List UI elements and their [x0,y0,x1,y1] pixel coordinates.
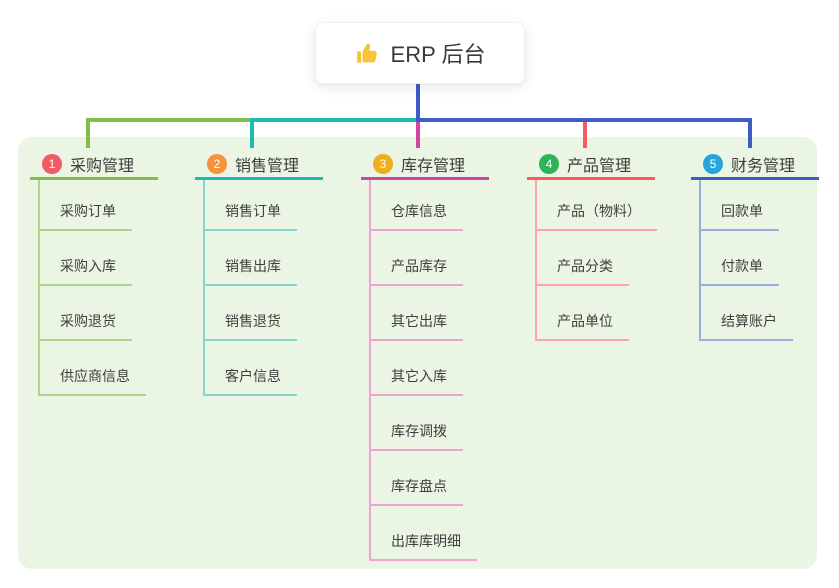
sub-node[interactable]: 销售出库 [205,231,297,286]
branch-number-badge: 1 [42,153,62,174]
branch-items: 回款单付款单结算账户 [699,180,793,341]
branch-label: 销售管理 [235,157,300,175]
sub-node[interactable]: 客户信息 [205,341,297,396]
root-node-erp[interactable]: ERP 后台 [315,22,525,84]
branch-column-3: 3 库存管理 仓库信息产品库存其它出库其它入库库存调拨库存盘点出库库明细 [361,150,489,561]
sub-node[interactable]: 仓库信息 [371,180,463,231]
sub-node[interactable]: 其它出库 [371,286,463,341]
branch-header[interactable]: 5 财务管理 [691,150,819,180]
branch-number-badge: 5 [703,153,723,174]
branch-number-badge: 4 [539,153,559,174]
connector-horizontal-5 [416,118,752,122]
sub-node[interactable]: 库存盘点 [371,451,463,506]
connector-horizontal-1 [86,118,254,122]
branch-items: 采购订单采购入库采购退货供应商信息 [38,180,146,396]
connector-root-stem [416,82,420,120]
sub-node[interactable]: 付款单 [701,231,779,286]
sub-node[interactable]: 采购订单 [40,180,132,231]
branch-header[interactable]: 4 产品管理 [527,150,655,180]
branch-header[interactable]: 3 库存管理 [361,150,489,180]
sub-node[interactable]: 结算账户 [701,286,793,341]
connector-drop-3 [416,118,420,148]
branch-label: 财务管理 [731,157,796,175]
sub-node[interactable]: 供应商信息 [40,341,146,396]
sub-node[interactable]: 库存调拨 [371,396,463,451]
sub-node[interactable]: 其它入库 [371,341,463,396]
sub-node[interactable]: 产品库存 [371,231,463,286]
branches-panel [18,137,817,569]
branch-label: 采购管理 [70,157,135,175]
sub-node[interactable]: 产品分类 [537,231,629,286]
connector-drop-2 [250,118,254,148]
branch-column-4: 4 产品管理 产品（物料）产品分类产品单位 [527,150,657,341]
sub-node[interactable]: 销售订单 [205,180,297,231]
branch-header[interactable]: 2 销售管理 [195,150,323,180]
branch-column-5: 5 财务管理 回款单付款单结算账户 [691,150,819,341]
sub-node[interactable]: 回款单 [701,180,779,231]
sub-node[interactable]: 采购入库 [40,231,132,286]
branch-number-badge: 3 [373,153,393,174]
branch-number-badge: 2 [207,153,227,174]
branch-items: 产品（物料）产品分类产品单位 [535,180,657,341]
sub-node[interactable]: 出库库明细 [371,506,477,561]
branch-items: 仓库信息产品库存其它出库其它入库库存调拨库存盘点出库库明细 [369,180,477,561]
connector-drop-5 [748,118,752,148]
thumbs-up-icon [356,43,377,63]
connector-horizontal-2 [250,118,420,122]
sub-node[interactable]: 产品单位 [537,286,629,341]
branch-column-1: 1 采购管理 采购订单采购入库采购退货供应商信息 [30,150,158,396]
branch-header[interactable]: 1 采购管理 [30,150,158,180]
branch-label: 产品管理 [567,157,632,175]
branch-label: 库存管理 [401,157,466,175]
branch-items: 销售订单销售出库销售退货客户信息 [203,180,297,396]
connector-drop-4 [583,118,587,148]
connector-drop-1 [86,118,90,148]
branch-column-2: 2 销售管理 销售订单销售出库销售退货客户信息 [195,150,323,396]
sub-node[interactable]: 销售退货 [205,286,297,341]
sub-node[interactable]: 采购退货 [40,286,132,341]
sub-node[interactable]: 产品（物料） [537,180,657,231]
root-title: ERP 后台 [390,42,486,67]
